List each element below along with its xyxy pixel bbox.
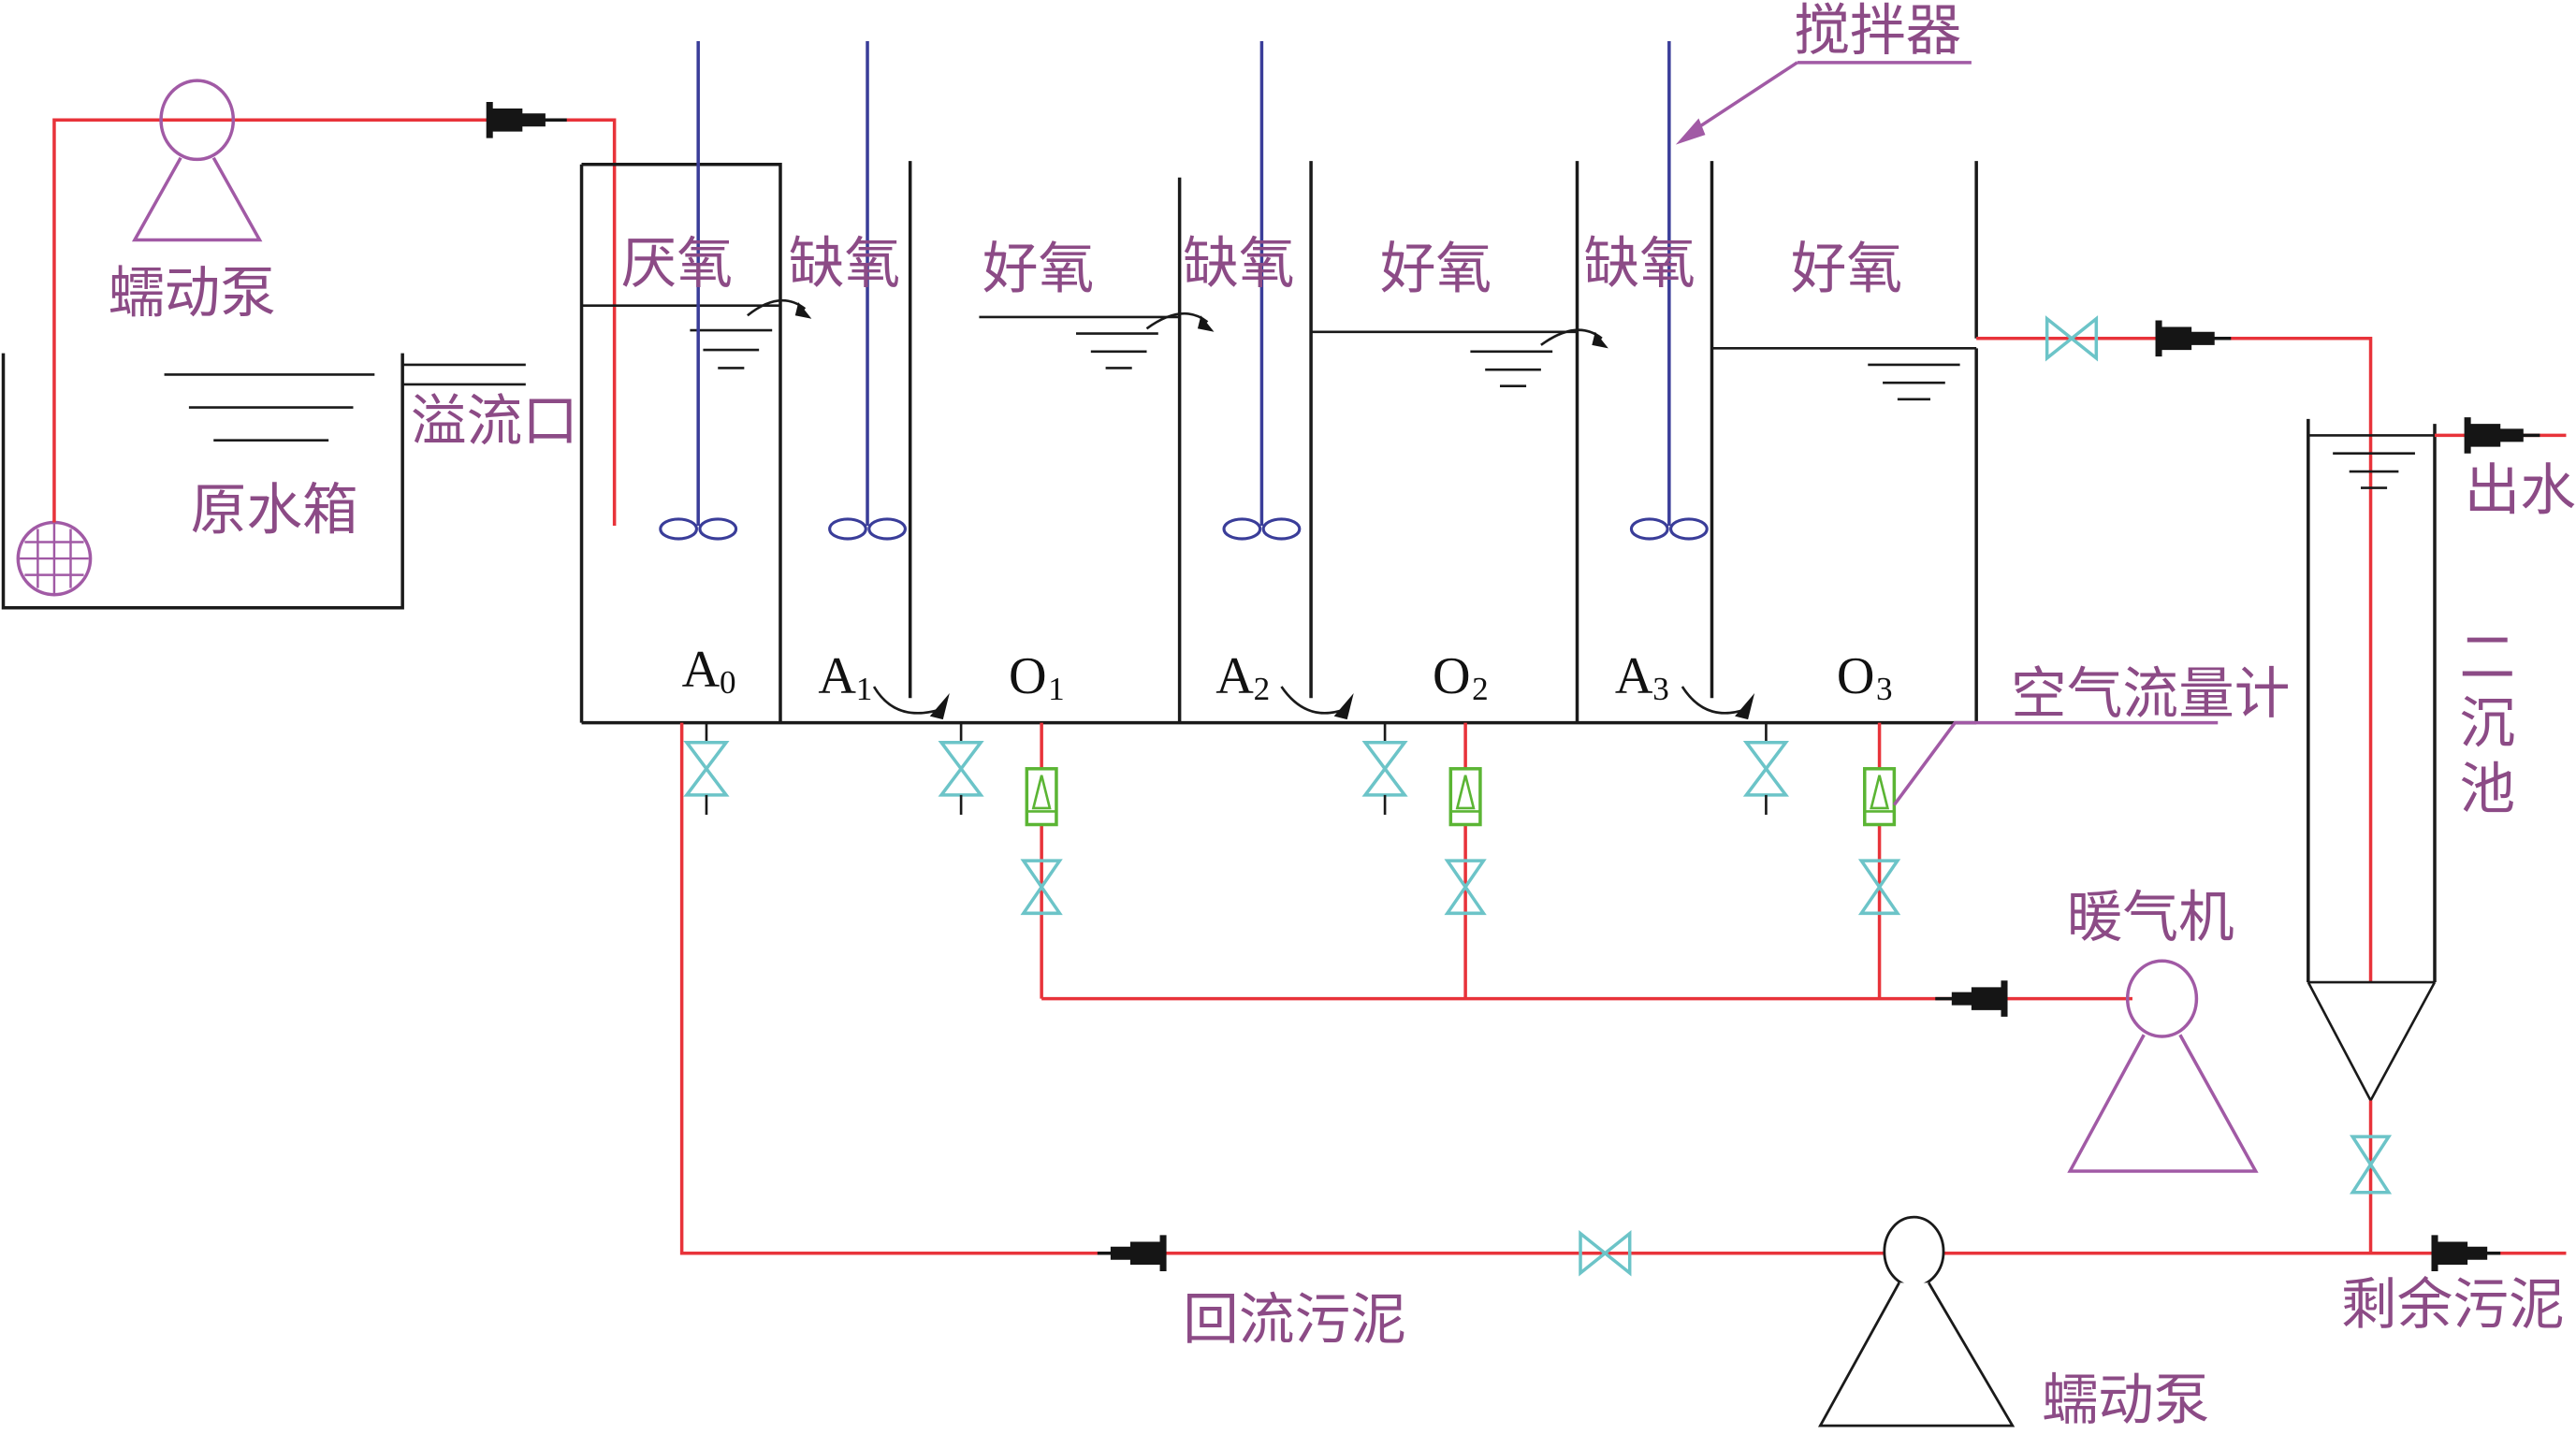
- overflow-arrow-icon: [1540, 328, 1608, 349]
- flow-arrow-icon: [486, 101, 567, 138]
- zone-name-a0: 厌氧: [621, 232, 733, 297]
- drain-valve-icon: [683, 722, 730, 815]
- svg-text:A: A: [1215, 647, 1254, 705]
- zone-name-o1: 好氧: [982, 237, 1094, 301]
- svg-text:3: 3: [1876, 671, 1893, 707]
- drain-valve-icon: [1361, 722, 1408, 815]
- water-level-icon: [1470, 350, 1553, 388]
- air-line: [1020, 722, 1063, 999]
- water-level-icon: [690, 328, 773, 369]
- zone-name-o3: 好氧: [1791, 237, 1902, 301]
- feed-pipe: [52, 118, 617, 526]
- svg-text:A: A: [682, 641, 720, 699]
- clarifier-label-1: 二: [2459, 626, 2515, 690]
- air-line: [1857, 722, 1901, 999]
- svg-text:A: A: [1615, 647, 1653, 705]
- return-sludge-pipe: [679, 722, 2567, 1255]
- clarifier-label-2: 沉: [2459, 692, 2515, 757]
- mixer-icon: [828, 41, 907, 541]
- zone-name-a2: 缺氧: [1183, 232, 1294, 297]
- flow-arrow-icon: [2431, 1235, 2501, 1272]
- flow-arrow-icon: [1935, 980, 2008, 1017]
- effluent-label: 出水: [2465, 458, 2576, 523]
- svg-text:0: 0: [720, 664, 736, 701]
- mixer-leader: [1675, 61, 1972, 145]
- underflow-arrow-icon: [1280, 686, 1354, 720]
- underflow-arrow-icon: [1681, 686, 1755, 720]
- raw-tank-label: 原水箱: [191, 478, 358, 543]
- svg-text:O: O: [1837, 647, 1875, 705]
- excess-sludge-label: 剩余污泥: [2341, 1273, 2565, 1338]
- overflow-arrow-icon: [747, 298, 812, 319]
- raw-water-tank: [1, 353, 526, 610]
- valve-icon: [2349, 1135, 2393, 1195]
- mixer-icon: [1629, 41, 1709, 541]
- mixer-icon: [659, 41, 738, 541]
- reactor-walls: [579, 161, 1978, 725]
- svg-text:2: 2: [1254, 671, 1271, 707]
- flow-arrow-icon: [2155, 320, 2232, 357]
- air-blower-icon: [2067, 959, 2259, 1173]
- return-sludge-label: 回流污泥: [1183, 1288, 1406, 1353]
- svg-text:2: 2: [1472, 671, 1489, 707]
- zone-name-o2: 好氧: [1380, 237, 1492, 301]
- svg-text:O: O: [1433, 647, 1471, 705]
- overflow-arrow-icon: [1145, 311, 1215, 332]
- air-flowmeter-label: 空气流量计: [2011, 662, 2290, 727]
- clarifier-label-3: 池: [2459, 758, 2515, 822]
- reactor-effluent-pipe: [1976, 337, 2373, 983]
- zone-name-a3: 缺氧: [1584, 232, 1696, 297]
- water-level-icon: [1868, 363, 1960, 401]
- blower-label: 暖气机: [2067, 886, 2234, 950]
- flow-arrow-icon: [2464, 417, 2540, 454]
- bottom-pump-label: 蠕动泵: [2042, 1369, 2209, 1433]
- air-line: [1444, 722, 1487, 999]
- valve-icon: [1579, 1230, 1632, 1277]
- mixer-label: 搅拌器: [1794, 0, 1961, 64]
- overflow-label: 溢流口: [411, 390, 578, 455]
- valve-icon: [2045, 315, 2099, 362]
- peristaltic-pump-icon: [1817, 1215, 2016, 1427]
- svg-text:O: O: [1009, 647, 1047, 705]
- svg-text:A: A: [818, 647, 856, 705]
- drain-valve-icon: [938, 722, 984, 815]
- svg-text:3: 3: [1652, 671, 1669, 707]
- intake-strainer-icon: [16, 520, 93, 597]
- top-pump-label: 蠕动泵: [109, 262, 276, 326]
- zone-name-a1: 缺氧: [789, 232, 900, 297]
- drain-valve-icon: [1742, 722, 1790, 815]
- svg-text:1: 1: [856, 671, 873, 707]
- water-level-icon: [1076, 332, 1158, 369]
- underflow-arrow-icon: [872, 686, 950, 720]
- svg-text:1: 1: [1048, 671, 1065, 707]
- mixer-icon: [1222, 41, 1302, 541]
- flowmeter-leader: [1892, 720, 2219, 806]
- peristaltic-pump-icon: [131, 79, 263, 242]
- flow-arrow-icon: [1097, 1235, 1167, 1272]
